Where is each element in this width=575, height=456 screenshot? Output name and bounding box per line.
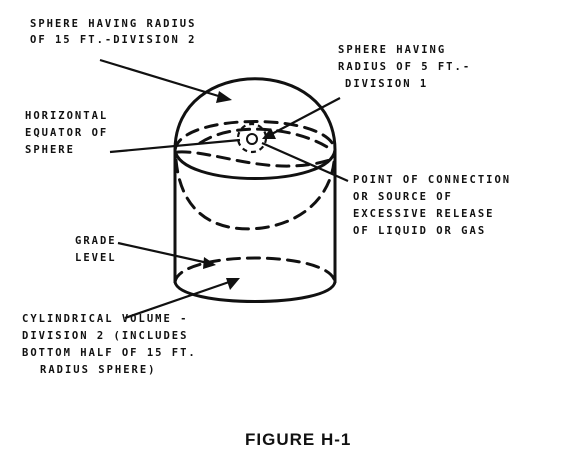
equator-front-solid [173, 148, 337, 180]
label-point-connection-line4: OF LIQUID OR GAS [353, 225, 486, 237]
label-cylindrical-volume-line4: RADIUS SPHERE) [40, 364, 157, 376]
leader-cylindrical-volume [124, 279, 233, 320]
arrowhead-grade-level [203, 257, 216, 269]
label-sphere-div1-line3: DIVISION 1 [345, 78, 428, 90]
label-sphere-div1-line1: SPHERE HAVING [338, 44, 446, 56]
grade-ellipse-back-dashed [173, 256, 337, 284]
source-point-core [246, 133, 258, 145]
equator-back-dashed [173, 120, 337, 152]
label-cylindrical-volume-line3: BOTTOM HALF OF 15 FT. [22, 347, 197, 359]
label-equator-line2: EQUATOR OF [25, 127, 108, 139]
leader-equator [109, 138, 241, 154]
equator-inner-dash-upper [198, 127, 334, 152]
arrowhead-sphere-div2 [216, 91, 232, 103]
label-cylindrical-volume-line1: CYLINDRICAL VOLUME - [22, 313, 188, 325]
leader-sphere-div2 [99, 58, 226, 100]
label-equator-line3: SPHERE [25, 144, 75, 156]
label-grade-level-line2: LEVEL [75, 252, 117, 264]
label-point-connection-line2: OR SOURCE OF [353, 191, 453, 203]
sphere-bottom-half-dashed [174, 158, 336, 231]
label-equator-line1: HORIZONTAL [25, 110, 108, 122]
leader-sphere-div1 [267, 97, 341, 137]
grade-ellipse-front-solid [173, 280, 337, 303]
small-sphere-division1 [236, 122, 268, 154]
label-sphere-div2-line2: OF 15 FT.-DIVISION 2 [30, 34, 196, 46]
arrowhead-cylindrical-volume [226, 278, 240, 290]
label-point-connection-line3: EXCESSIVE RELEASE [353, 208, 494, 220]
arrowhead-sphere-div1 [262, 128, 276, 139]
label-sphere-div1-line2: RADIUS OF 5 FT.- [338, 61, 471, 73]
leader-grade-level [117, 241, 209, 265]
label-cylindrical-volume-line2: DIVISION 2 (INCLUDES [22, 330, 188, 342]
label-sphere-div2-line1: SPHERE HAVING RADIUS [30, 18, 196, 30]
label-grade-level-line1: GRADE [75, 235, 117, 247]
leader-point-connection [261, 141, 349, 183]
sphere-dome-outline [173, 77, 337, 152]
figure-caption: FIGURE H-1 [245, 430, 351, 449]
label-point-connection-line1: POINT OF CONNECTION [353, 174, 511, 186]
